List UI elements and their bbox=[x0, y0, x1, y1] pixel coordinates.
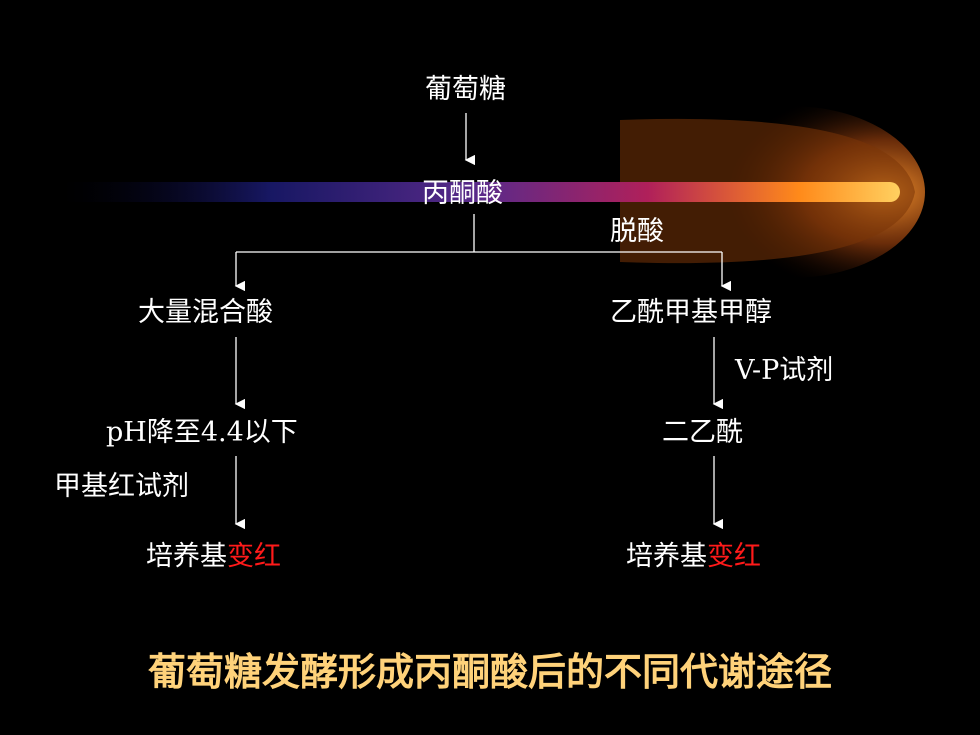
label-vp-reagent: V-P试剂 bbox=[735, 355, 834, 386]
label-decarboxylation: 脱酸 bbox=[610, 216, 664, 247]
node-right-result: 培养基变红 bbox=[626, 540, 761, 574]
right-result-highlight: 变红 bbox=[707, 541, 761, 572]
node-left-result: 培养基变红 bbox=[146, 540, 281, 574]
node-glucose: 葡萄糖 bbox=[425, 74, 506, 105]
node-diacetyl: 二乙酰 bbox=[662, 417, 743, 448]
node-mixed-acids: 大量混合酸 bbox=[138, 297, 273, 328]
node-acetoin: 乙酰甲基甲醇 bbox=[610, 297, 772, 328]
node-pyruvate: 丙酮酸 bbox=[422, 178, 503, 209]
right-result-prefix: 培养基 bbox=[626, 541, 707, 572]
left-result-highlight: 变红 bbox=[227, 541, 281, 572]
label-methyl-red-reagent: 甲基红试剂 bbox=[54, 471, 189, 502]
node-ph-drop: pH降至4.4以下 bbox=[106, 417, 298, 448]
slide-caption: 葡萄糖发酵形成丙酮酸后的不同代谢途径 bbox=[147, 650, 832, 694]
left-result-prefix: 培养基 bbox=[146, 541, 227, 572]
